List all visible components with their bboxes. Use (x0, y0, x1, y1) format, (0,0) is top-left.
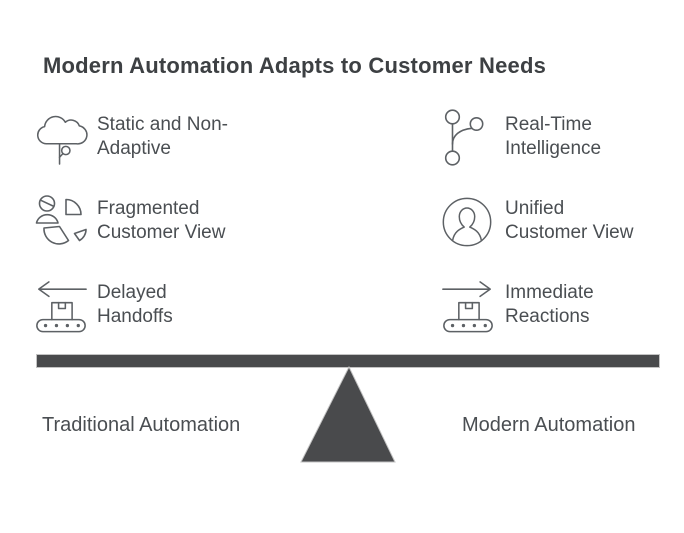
page-title: Modern Automation Adapts to Customer Nee… (43, 53, 547, 78)
static-cloud-icon (34, 108, 88, 166)
unified-user-circle-icon (441, 196, 493, 248)
balance-beam (36, 354, 660, 368)
feature-item-immediate-reactions: Immediate Reactions (505, 281, 594, 329)
conveyor-arrow-right-icon (440, 280, 496, 336)
item-label-line: Intelligence (505, 138, 602, 159)
feature-item-delayed-handoffs: Delayed Handoffs (97, 281, 173, 329)
conveyor-arrow-left-icon (33, 280, 89, 336)
realtime-branch-icon (443, 108, 489, 166)
item-label-line: Unified (505, 198, 565, 219)
item-label-line: Adaptive (97, 138, 171, 159)
feature-item-fragmented-view: Fragmented Customer View (97, 197, 225, 245)
label-modern-automation: Modern Automation (462, 414, 636, 436)
item-label-line: Reactions (505, 306, 590, 327)
fragmented-customer-icon (31, 192, 89, 250)
item-label-line: Static and Non- (97, 114, 228, 135)
item-label-line: Fragmented (97, 198, 200, 219)
feature-item-static-nonadaptive: Static and Non- Adaptive (97, 113, 228, 161)
item-label-line: Handoffs (97, 306, 173, 327)
feature-item-realtime-intelligence: Real-Time Intelligence (505, 113, 601, 161)
feature-item-unified-view: Unified Customer View (505, 197, 633, 245)
fulcrum-triangle-icon (300, 365, 396, 463)
item-label-line: Real-Time (505, 114, 592, 135)
item-label-line: Delayed (97, 282, 167, 303)
item-label-line: Customer View (505, 222, 634, 243)
label-traditional-automation: Traditional Automation (42, 414, 241, 436)
item-label-line: Customer View (97, 222, 226, 243)
item-label-line: Immediate (505, 282, 594, 303)
